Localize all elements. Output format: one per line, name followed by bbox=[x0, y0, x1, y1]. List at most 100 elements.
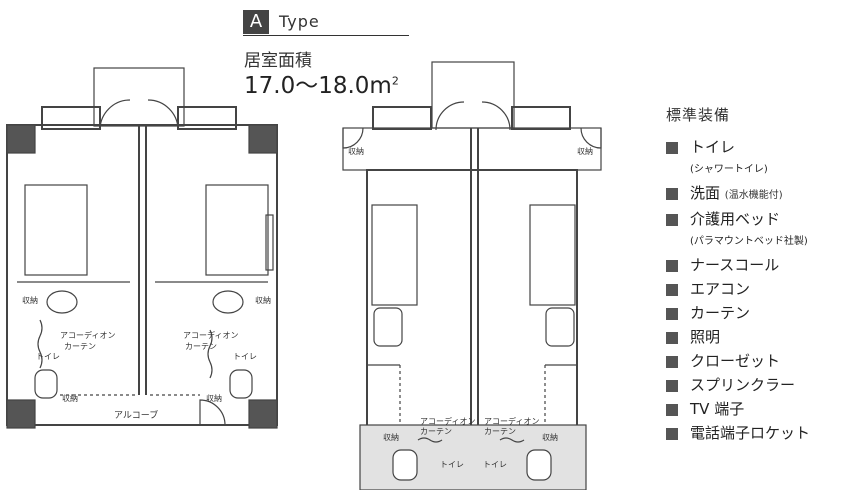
left-plan-curtain-label-left-2: カーテン bbox=[64, 342, 96, 351]
bullet-square-icon bbox=[666, 380, 678, 392]
right-plan-storage-door-left bbox=[342, 127, 364, 149]
left-plan-accordion-curtain-right bbox=[207, 329, 213, 379]
right-plan-storage-label-upper-left: 収納 bbox=[348, 146, 364, 156]
equipment-note: (温水機能付) bbox=[724, 190, 783, 201]
equipment-sub: (パラマウントベッド社製) bbox=[690, 236, 808, 247]
right-plan-curtain-label-right-2: カーテン bbox=[484, 427, 516, 436]
left-plan-curtain-label-right-1: アコーディオン bbox=[183, 330, 238, 340]
left-plan-alcove-label: アルコーブ bbox=[114, 409, 158, 421]
bullet-square-icon bbox=[666, 260, 678, 272]
equipment-item-nurse-call: ナースコール bbox=[666, 257, 842, 274]
left-plan-toilet-label-right: トイレ bbox=[233, 352, 257, 361]
right-plan-balcony-door-swing-left bbox=[435, 101, 465, 131]
left-plan-sink-left bbox=[46, 290, 78, 314]
room-area-label: 居室面積 bbox=[244, 51, 312, 71]
right-plan-balcony bbox=[431, 61, 515, 129]
equipment-label: 電話端子ロケット bbox=[690, 424, 811, 442]
type-letter-badge: A bbox=[243, 10, 269, 34]
left-plan-curtain-label-left-1: アコーディオン bbox=[60, 330, 115, 340]
right-plan-ac-unit-left bbox=[372, 106, 432, 130]
left-plan-corner-column-bl bbox=[6, 399, 36, 429]
equipment-title: 標準装備 bbox=[666, 106, 731, 124]
right-plan-storage-door-right bbox=[580, 127, 602, 149]
right-plan-curtain-label-left-2: カーテン bbox=[420, 427, 452, 436]
equipment-label: 照明 bbox=[690, 328, 721, 346]
left-plan-balcony bbox=[93, 67, 185, 127]
type-header: A Type bbox=[243, 10, 409, 36]
bullet-square-icon bbox=[666, 188, 678, 200]
left-plan-corner-column-tr bbox=[248, 124, 278, 154]
right-plan-curtain-label-right-1: アコーディオン bbox=[484, 416, 539, 426]
equipment-label: 介護用ベッド bbox=[690, 210, 781, 228]
right-plan-ac-unit-right bbox=[511, 106, 571, 130]
equipment-item-care-bed: 介護用ベッド (パラマウントベッド社製) bbox=[666, 211, 842, 250]
bullet-square-icon bbox=[666, 404, 678, 416]
equipment-label: TV 端子 bbox=[690, 400, 745, 418]
left-plan-outer-wall bbox=[6, 124, 278, 426]
equipment-item-washbasin: 洗面 (温水機能付) bbox=[666, 185, 842, 204]
left-plan-accordion-curtain-left bbox=[37, 319, 43, 369]
equipment-label: 洗面 bbox=[690, 184, 721, 202]
left-plan-balcony-door-swing-left bbox=[99, 99, 131, 131]
right-plan-toilet-label-right: トイレ bbox=[483, 460, 507, 469]
right-plan-curtain-label-left-1: アコーディオン bbox=[420, 416, 475, 426]
right-plan-toilet-label-left: トイレ bbox=[440, 460, 464, 469]
room-area-number: 17.0〜18.0m bbox=[244, 73, 392, 99]
standard-equipment-list: 標準装備 トイレ (シャワートイレ) 洗面 (温水機能付) 介護用ベッド (パラマウ… bbox=[666, 104, 842, 449]
left-plan-corner-column-br bbox=[248, 399, 278, 429]
right-plan-accordion-curtain-left bbox=[417, 437, 443, 443]
right-plan-balcony-door-swing-right bbox=[481, 101, 511, 131]
right-plan-storage-label-lower-left: 収納 bbox=[383, 432, 399, 442]
equipment-label: スプリンクラー bbox=[690, 376, 796, 394]
right-plan-bed-left bbox=[371, 204, 418, 306]
bullet-square-icon bbox=[666, 332, 678, 344]
left-plan-corner-column-tl bbox=[6, 124, 36, 154]
left-plan-balcony-door-swing-right bbox=[147, 99, 179, 131]
type-word: Type bbox=[279, 12, 320, 31]
equipment-label: エアコン bbox=[690, 280, 751, 298]
left-plan-ac-unit-left bbox=[41, 106, 101, 130]
left-plan-storage-label-lower-left: 収納 bbox=[62, 393, 78, 403]
bullet-square-icon bbox=[666, 428, 678, 440]
right-plan-storage-label-upper-right: 収納 bbox=[577, 146, 593, 156]
right-plan-bed-right bbox=[529, 204, 576, 306]
bullet-square-icon bbox=[666, 214, 678, 226]
left-plan-storage-label-right: 収納 bbox=[255, 295, 271, 305]
equipment-item-curtain: カーテン bbox=[666, 305, 842, 322]
right-plan-sink-left bbox=[373, 307, 403, 347]
equipment-item-closet: クローゼット bbox=[666, 353, 842, 370]
left-plan-storage-label-lower-right: 収納 bbox=[206, 393, 222, 403]
equipment-item-sprinkler: スプリンクラー bbox=[666, 377, 842, 394]
left-plan-entry-door bbox=[199, 399, 226, 426]
bullet-square-icon bbox=[666, 356, 678, 368]
right-plan-accordion-curtain-right bbox=[499, 437, 525, 443]
right-plan-sink-right bbox=[545, 307, 575, 347]
equipment-item-lighting: 照明 bbox=[666, 329, 842, 346]
left-plan-bed-left bbox=[24, 184, 88, 276]
equipment-label: トイレ bbox=[690, 138, 736, 156]
left-plan-toilet-right bbox=[229, 369, 253, 399]
equipment-label: カーテン bbox=[690, 304, 751, 322]
equipment-item-tv-terminal: TV 端子 bbox=[666, 401, 842, 418]
left-plan-sink-right bbox=[212, 290, 244, 314]
room-area-value: 17.0〜18.0m2 bbox=[244, 66, 399, 100]
right-plan-storage-label-lower-right: 収納 bbox=[542, 432, 558, 442]
equipment-item-toilet: トイレ (シャワートイレ) bbox=[666, 139, 842, 178]
right-plan-toilet-left bbox=[392, 449, 418, 481]
left-plan-storage-label-left: 収納 bbox=[22, 295, 38, 305]
left-plan-toilet-label-left: トイレ bbox=[36, 352, 60, 361]
equipment-sub: (シャワートイレ) bbox=[690, 164, 768, 175]
equipment-item-air-conditioner: エアコン bbox=[666, 281, 842, 298]
header-rule bbox=[243, 35, 409, 36]
left-plan-ac-unit-right bbox=[177, 106, 237, 130]
left-plan-window bbox=[265, 214, 274, 271]
bullet-square-icon bbox=[666, 308, 678, 320]
left-plan-bed-right bbox=[205, 184, 269, 276]
equipment-label: ナースコール bbox=[690, 256, 780, 274]
left-plan-toilet-left bbox=[34, 369, 58, 399]
room-area-unit-exponent: 2 bbox=[391, 74, 399, 88]
left-plan-curtain-label-right-2: カーテン bbox=[185, 342, 217, 351]
equipment-item-phone-terminal: 電話端子ロケット bbox=[666, 425, 842, 442]
bullet-square-icon bbox=[666, 142, 678, 154]
